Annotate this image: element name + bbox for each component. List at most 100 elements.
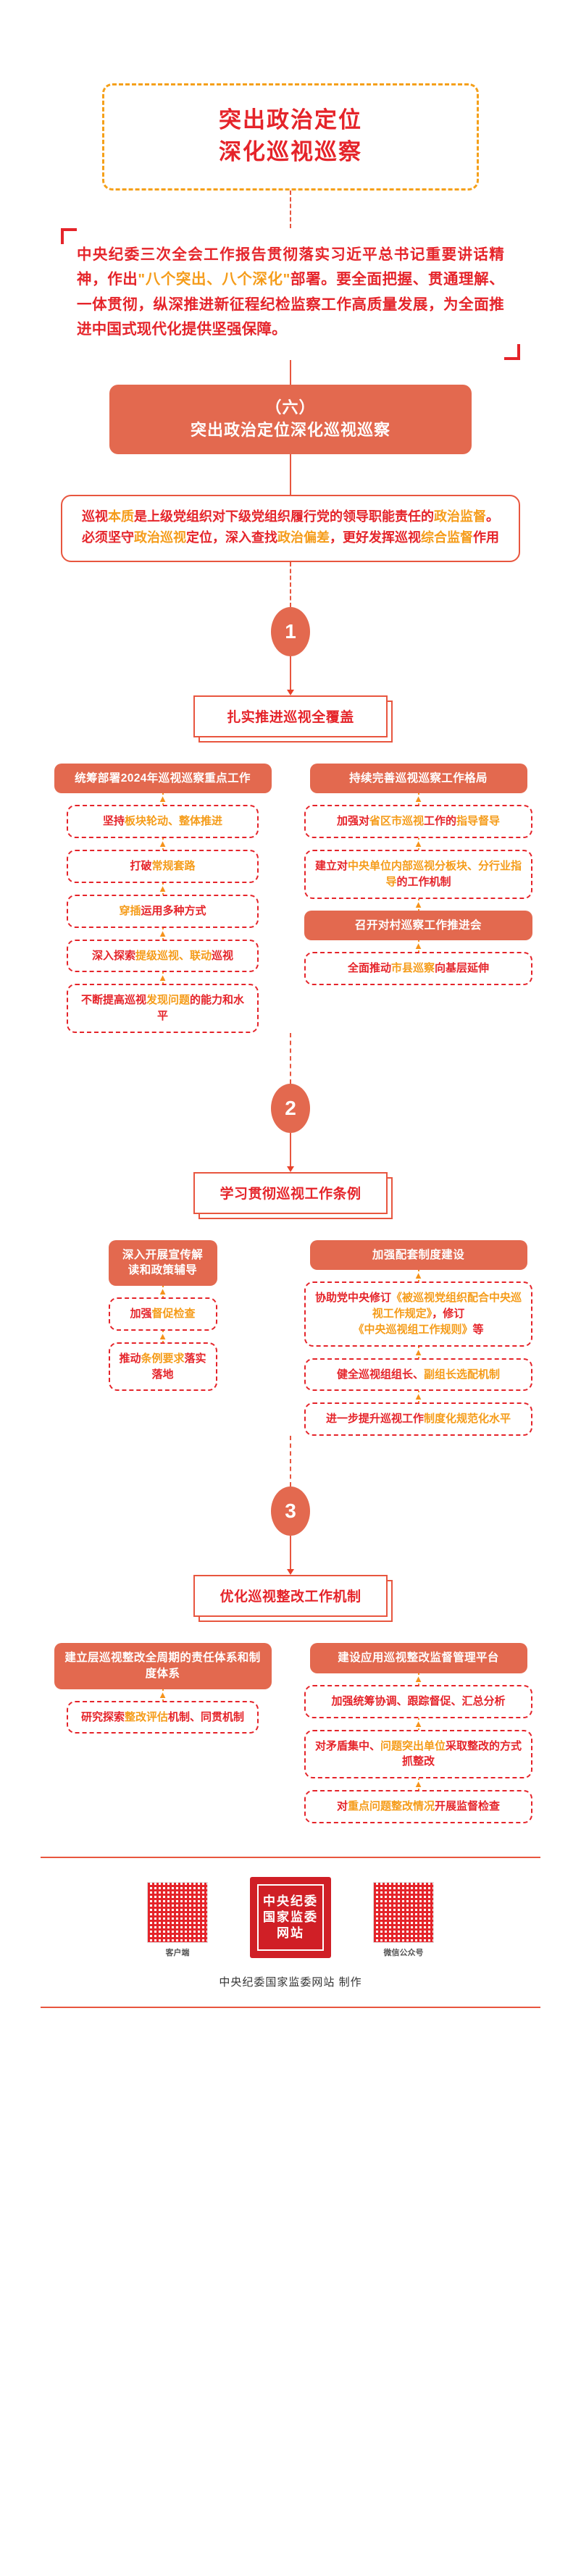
- chevron-down-icon: ▲: [414, 1270, 423, 1281]
- chevron-down-icon: ▲: [414, 838, 423, 849]
- connector-chevron: ▲: [158, 793, 168, 806]
- chip-text: 机制、同贯机制: [168, 1710, 245, 1723]
- connector-chevron: ▲: [158, 882, 168, 895]
- quote-text: 中央纪委三次全会工作报告贯彻落实习近平总书记重要讲话精神，作出"八个突出、八个深…: [71, 243, 510, 343]
- official-seal: 中央纪委 国家监委 网站: [250, 1876, 331, 1958]
- chevron-down-icon: ▲: [414, 898, 423, 910]
- connector-to-block-1: [290, 561, 291, 607]
- chip-highlight: 提级巡视、联动: [135, 949, 212, 962]
- hero-title-line-2: 深化巡视巡察: [219, 139, 362, 165]
- block-number-1: 1: [271, 606, 310, 656]
- connector-oval-to-heading-1: [290, 656, 291, 690]
- section-number: （六）: [265, 398, 316, 417]
- chevron-down-icon: ▲: [414, 1778, 423, 1790]
- block-heading-2: 学习贯彻巡视工作条例: [193, 1171, 393, 1219]
- section-header-box: （六） 突出政治定位深化巡视巡察: [109, 384, 472, 455]
- hero-title-line-1: 突出政治定位: [219, 107, 362, 133]
- connector-chevron: ▲: [414, 1270, 424, 1282]
- statement-s2: 是上级党组织对下级党组织履行党的领导职能责任的: [134, 509, 434, 524]
- chip-text: 健全巡视组组长、: [336, 1368, 424, 1381]
- block-1-right-column: 持续完善巡视巡察工作格局▲加强对省区市巡视工作的指导督导▲建立对中央单位内部巡视…: [290, 763, 540, 1033]
- block-1-left-column: 统筹部署2024年巡视巡察重点工作▲坚持板块轮动、整体推进▲打破常规套路▲穿插运…: [41, 763, 290, 1033]
- chip-text: 的能力和水平: [156, 994, 245, 1022]
- connector-oval-to-heading-2: [290, 1132, 291, 1166]
- connector-chevron: ▲: [158, 1689, 168, 1701]
- arrow-down-icon-2: [287, 1166, 294, 1172]
- section-title: 突出政治定位深化巡视巡察: [190, 421, 390, 440]
- connector-chevron: ▲: [414, 793, 424, 806]
- chip-text: 深入探索: [91, 949, 135, 962]
- connector-chevron: ▲: [158, 1286, 168, 1298]
- connector-chevron: ▲: [414, 1346, 424, 1358]
- statement-s5: ，更好发挥巡视: [330, 530, 421, 545]
- right-item-3-1: 加强统筹协调、跟踪督促、汇总分析: [304, 1684, 532, 1718]
- chip-text: 对: [336, 1800, 348, 1813]
- connector-chevron: ▲: [414, 838, 424, 850]
- connector-chevron: ▲: [158, 927, 168, 940]
- chip-text: 研究探索: [80, 1710, 125, 1723]
- connector-chevron: ▲: [158, 1330, 168, 1342]
- quote-corner-top-left: [61, 228, 77, 245]
- left-item-3-1: 研究探索整改评估机制、同贯机制: [67, 1700, 259, 1734]
- quote-highlight: "八个突出、八个深化": [138, 271, 290, 288]
- chevron-down-icon: ▲: [158, 972, 167, 984]
- left-item-1-3: 穿插运用多种方式: [67, 894, 259, 928]
- chip-highlight: 市县巡察: [390, 962, 435, 975]
- chip-text: ，修订: [432, 1308, 465, 1321]
- block-2-left-column: 深入开展宣传解读和政策辅导▲加强督促检查▲推动条例要求落实落地: [41, 1239, 290, 1436]
- chevron-down-icon: ▲: [158, 838, 167, 849]
- chip-text: 工作的: [424, 815, 457, 828]
- left-item-1-5: 不断提高巡视发现问题的能力和水平: [67, 984, 259, 1033]
- right-item-1-3: 召开对村巡察工作推进会: [304, 910, 532, 941]
- left-column-head-3: 建立层巡视整改全周期的责任体系和制度体系: [54, 1643, 272, 1689]
- chevron-down-icon: ▲: [414, 1718, 423, 1729]
- statement-s4: 定位，深入查找: [186, 530, 277, 545]
- statement-s3: 。必须坚守: [82, 509, 499, 545]
- left-column-head-2: 深入开展宣传解读和政策辅导: [108, 1239, 217, 1287]
- right-item-3-3: 对重点问题整改情况开展监督检查: [304, 1790, 532, 1823]
- qr-code-icon-app[interactable]: [147, 1881, 208, 1943]
- chevron-down-icon: ▲: [158, 882, 167, 894]
- chevron-down-icon: ▲: [158, 793, 167, 805]
- statement-s6: 作用: [473, 530, 499, 545]
- chevron-down-icon: ▲: [158, 1286, 167, 1297]
- block-columns-3: 建立层巡视整改全周期的责任体系和制度体系▲研究探索整改评估机制、同贯机制建设应用…: [41, 1643, 540, 1823]
- arrow-down-icon-3: [287, 1569, 294, 1576]
- right-item-2-2: 健全巡视组组长、副组长选配机制: [304, 1358, 532, 1392]
- right-column-head-1: 持续完善巡视巡察工作格局: [309, 763, 527, 794]
- chip-text: 坚持: [102, 815, 125, 828]
- connector-hero-to-quote: [290, 191, 291, 229]
- chip-text: 加强: [130, 1308, 152, 1321]
- seal-line-3: 网站: [277, 1925, 304, 1940]
- connector-section-to-statement: [290, 454, 291, 495]
- block-heading-label-2: 学习贯彻巡视工作条例: [193, 1171, 388, 1214]
- seal-line-1: 中央纪委: [263, 1894, 318, 1909]
- connector-oval-to-heading-3: [290, 1536, 291, 1570]
- block-columns-2: 深入开展宣传解读和政策辅导▲加强督促检查▲推动条例要求落实落地加强配套制度建设▲…: [41, 1239, 540, 1437]
- qr-code-icon-wechat[interactable]: [373, 1881, 434, 1943]
- chip-text: 采取整改的方式抓整改: [401, 1739, 522, 1768]
- right-column-head-2: 加强配套制度建设: [309, 1239, 527, 1271]
- chip-highlight: 条例要求: [141, 1352, 185, 1365]
- block-heading-1: 扎实推进巡视全覆盖: [193, 695, 393, 743]
- chip-highlight: 《中央巡视组工作规则》: [353, 1323, 473, 1336]
- chip-text: 巡视: [212, 949, 234, 962]
- chip-highlight: 常规套路: [151, 860, 196, 872]
- chevron-down-icon: ▲: [414, 1346, 423, 1358]
- chip-text: 建立对: [314, 860, 348, 872]
- chevron-down-icon: ▲: [158, 927, 167, 939]
- block-number-3: 3: [271, 1486, 310, 1536]
- seal-line-2: 国家监委: [263, 1910, 318, 1924]
- chip-text: 等: [472, 1323, 484, 1336]
- quote-part-1: 中央纪委三次全会工作报告贯彻落实习近平总书记重要讲话精神，作出: [77, 246, 504, 288]
- chip-text: 对矛盾集中、: [314, 1739, 380, 1752]
- connector-chevron: ▲: [414, 940, 424, 953]
- chevron-down-icon: ▲: [414, 1673, 423, 1684]
- chip-text: 向基层延伸: [435, 962, 490, 975]
- statement-s1: 巡视: [82, 509, 108, 524]
- chevron-down-icon: ▲: [414, 793, 423, 805]
- chip-highlight: 发现问题: [146, 994, 190, 1007]
- chip-text: 协助党中央修订: [314, 1292, 391, 1305]
